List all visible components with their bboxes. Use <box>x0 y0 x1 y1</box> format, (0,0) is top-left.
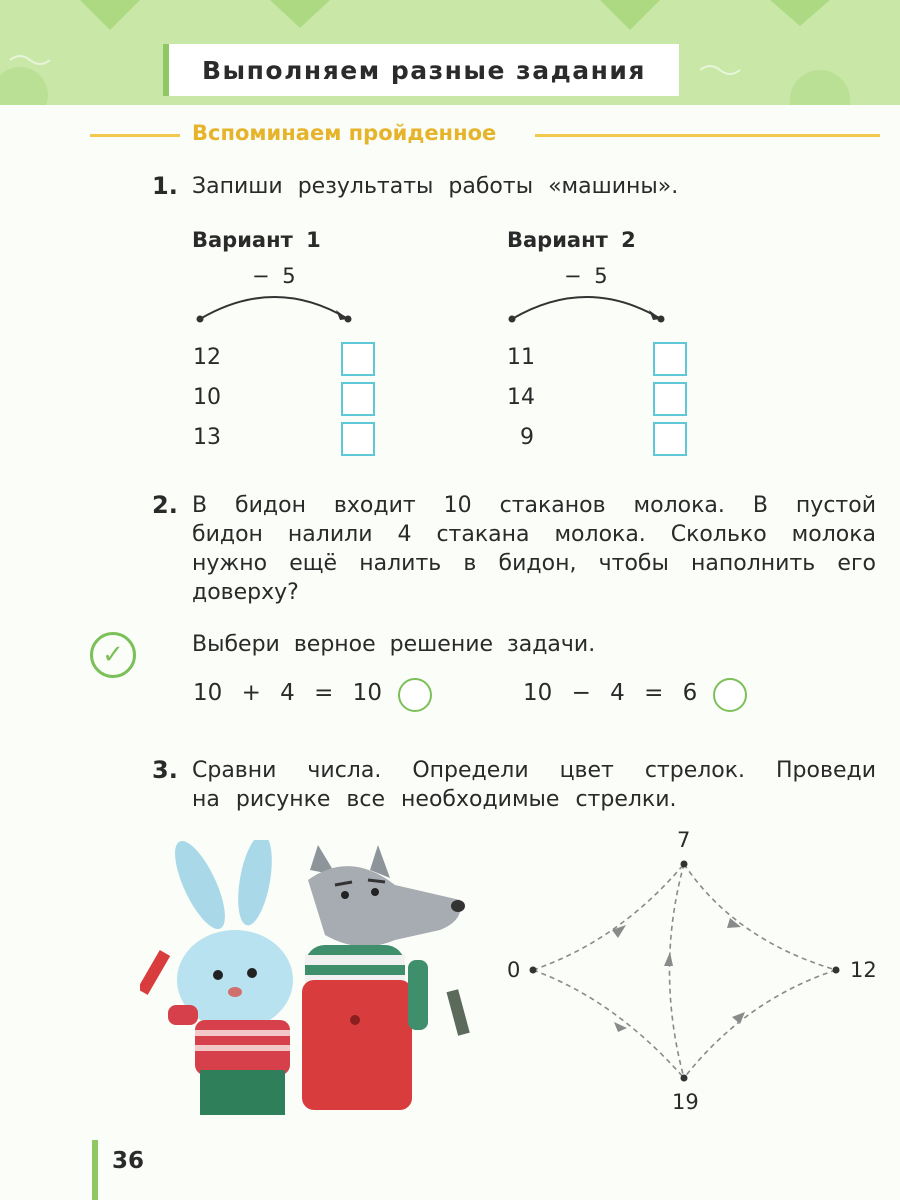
arrowhead <box>727 918 741 928</box>
variant-1-end-dot <box>344 315 352 323</box>
section-line-right <box>535 134 880 137</box>
node-0-dot <box>529 966 537 974</box>
arrowhead <box>614 1022 627 1032</box>
task-1-number: 1. <box>152 172 178 200</box>
variant-2-start-dot <box>508 315 516 323</box>
variant-1-answer-box[interactable] <box>341 342 375 376</box>
section-title: Вспоминаем пройденное <box>192 121 497 145</box>
arrowhead <box>664 952 673 966</box>
task-3-line: на рисунке все необходимые стрелки. <box>192 787 677 812</box>
node-0-label: 0 <box>507 958 521 982</box>
task-2-line: доверху? <box>192 580 299 605</box>
task-1-text: Запиши результаты работы «машины». <box>192 174 679 199</box>
variant-1-start-dot <box>196 315 204 323</box>
arrow-0-19 <box>532 969 685 1079</box>
arrow-12-19 <box>683 969 837 1079</box>
option-1-circle[interactable] <box>398 678 432 712</box>
variant-1-title: Вариант 1 <box>192 228 321 252</box>
option-2-equation: 10 − 4 = 6 <box>523 680 698 706</box>
section-line-left <box>90 134 180 137</box>
node-7-label: 7 <box>677 828 691 852</box>
variant-2-end-dot <box>657 315 665 323</box>
arrowhead <box>612 925 626 938</box>
node-12-label: 12 <box>850 958 877 982</box>
bunny-and-wolf-illustration <box>140 840 470 1115</box>
arrow-0-7 <box>532 863 685 971</box>
task-3-line: Сравни числа. Определи цвет стрелок. Про… <box>192 758 876 783</box>
arrowhead <box>732 1012 745 1024</box>
task-2-line: бидон налили 4 стакана молока. Сколько м… <box>192 522 876 547</box>
variant-2-answer-box[interactable] <box>653 342 687 376</box>
task-2-line: В бидон входит 10 стаканов молока. В пус… <box>192 493 876 518</box>
variant-1-answer-box[interactable] <box>341 382 375 416</box>
page-number-bar <box>92 1140 98 1200</box>
option-1-equation: 10 + 4 = 10 <box>193 680 382 706</box>
variant-1-input: 10 <box>193 385 221 410</box>
arrow-7-12 <box>683 863 837 971</box>
task-2-line: нужно ещё налить в бидон, чтобы наполнит… <box>192 551 876 576</box>
banner-pattern <box>0 0 850 105</box>
variant-1-input: 12 <box>193 345 221 370</box>
node-19-dot <box>680 1074 688 1082</box>
variant-2-title: Вариант 2 <box>507 228 636 252</box>
bunny-icon <box>140 840 293 1115</box>
page-title: Выполняем разные задания <box>163 44 679 96</box>
node-12-dot <box>832 966 840 974</box>
task-2-number: 2. <box>152 491 178 519</box>
variant-1-input: 13 <box>193 425 221 450</box>
header-banner: Выполняем разные задания <box>0 0 900 105</box>
variant-2-answer-box[interactable] <box>653 422 687 456</box>
variant-1-arc <box>199 296 349 320</box>
variant-2-input: 14 <box>507 385 535 410</box>
task-2-prompt: Выбери верное решение задачи. <box>192 632 596 657</box>
variant-2-operation: − 5 <box>564 264 608 288</box>
page-number: 36 <box>112 1148 145 1174</box>
task-3-number: 3. <box>152 756 178 784</box>
node-7-dot <box>680 860 688 868</box>
variant-2-answer-box[interactable] <box>653 382 687 416</box>
variant-2-input: 9 <box>520 425 534 450</box>
machine-arrows <box>196 296 665 323</box>
variant-2-arc <box>511 296 662 320</box>
option-2-circle[interactable] <box>713 678 747 712</box>
variant-1-operation: − 5 <box>252 264 296 288</box>
arrow-7-19 <box>668 863 685 1079</box>
wolf-icon <box>302 845 470 1110</box>
node-19-label: 19 <box>672 1090 699 1114</box>
variant-1-answer-box[interactable] <box>341 422 375 456</box>
check-icon: ✓ <box>90 632 136 678</box>
variant-2-input: 11 <box>507 345 535 370</box>
